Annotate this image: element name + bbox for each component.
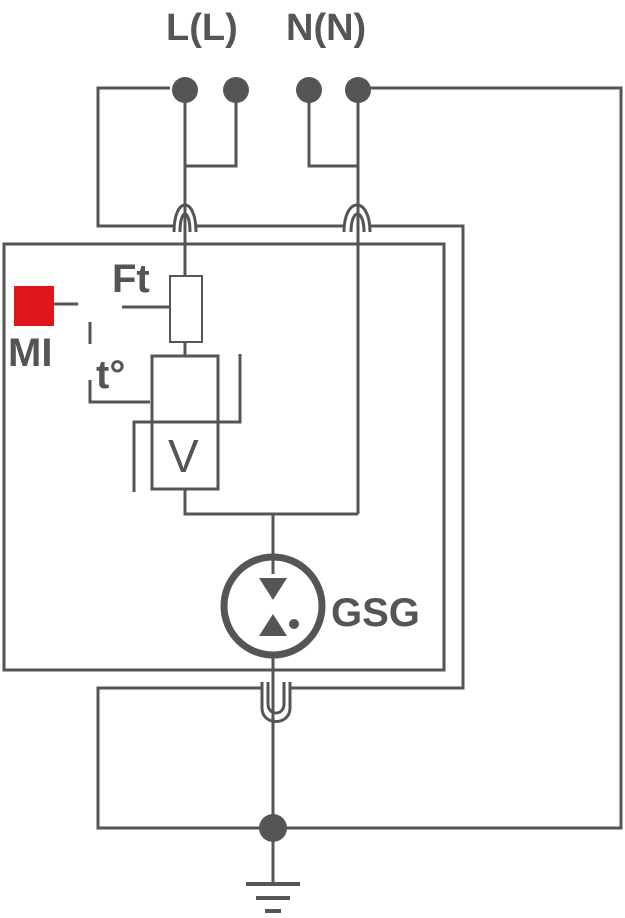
gas-tube-electrode-bottom [259,614,287,636]
fuse-icon [169,275,203,343]
terminal-dot-icon [172,77,198,103]
terminal-dot-icon [345,77,371,103]
varistor-bracket-left [132,420,152,492]
crossover-neutral-inner [349,212,366,233]
crossover-neutral-outer [342,203,372,233]
varistor-assembly [132,354,242,492]
crossover-ground-inner [266,682,286,715]
varistor-to-neutral-wire [183,489,358,516]
outer-loop-top-left [96,86,174,228]
label-neutral-terminal: N(N) [286,7,366,49]
internal-wiring [183,90,360,882]
outer-loop-right-outer [282,86,623,830]
label-varistor: V [168,430,199,482]
thermal-link-dash-lower [88,380,150,404]
outer-loop-right-inner [290,224,465,690]
thermal-disconnect-link [88,322,150,404]
terminal-dot-icon [223,77,249,103]
module-enclosure [2,242,446,672]
gas-tube-electrode-top [259,578,287,600]
gas-discharge-tube-icon [220,553,326,659]
varistor-bracket-right [218,354,242,424]
neutral-terminal-bridge [307,90,360,168]
outer-housing-wire [96,86,623,830]
ground-symbol-icon [246,882,300,913]
terminal-dot-icon [296,77,322,103]
thermal-element-icon [150,354,220,424]
label-line-terminal: L(L) [166,7,238,49]
label-indicator: MI [8,331,52,375]
label-thermal: t° [96,353,125,397]
crossover-line-inner [178,212,192,233]
indicator-square-icon [14,286,54,326]
varistor-icon [150,420,220,491]
ground-node-dot-icon [259,814,287,842]
line-terminal-bridge [183,90,238,168]
terminals [172,77,371,842]
crossover-line-outer [172,203,198,233]
gas-tube-outline [220,553,326,659]
label-fuse: Ft [112,257,150,301]
label-gas-tube: GSG [331,591,420,635]
crossover-ground-outer [260,682,292,723]
outer-loop-bottom-left [96,686,264,830]
wire-crossovers [172,203,372,723]
gas-tube-dot [289,619,299,629]
